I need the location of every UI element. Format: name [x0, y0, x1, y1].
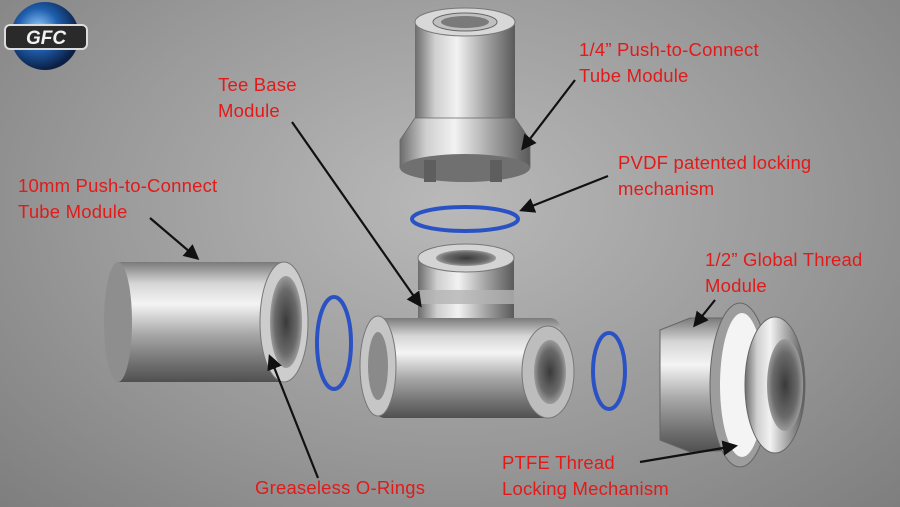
label-line: 10mm Push-to-Connect	[18, 175, 218, 196]
label-ten-mm-module: 10mm Push-to-Connect Tube Module	[18, 173, 217, 225]
label-quarter-inch-module: 1/4” Push-to-Connect Tube Module	[579, 37, 759, 89]
label-half-inch-thread: 1/2” Global Thread Module	[705, 247, 863, 299]
half-inch-thread-part	[659, 302, 806, 468]
label-line: 1/2” Global Thread	[705, 249, 863, 270]
label-line: Greaseless O-Rings	[255, 477, 426, 498]
label-line: Locking Mechanism	[502, 478, 669, 499]
quarter-inch-module-part	[399, 7, 531, 182]
label-ptfe: PTFE Thread Locking Mechanism	[502, 450, 669, 502]
label-line: PTFE Thread	[502, 452, 615, 473]
label-tee-base: Tee Base Module	[218, 72, 297, 124]
label-line: Tube Module	[18, 201, 128, 222]
gfc-logo: GFC	[4, 2, 88, 70]
label-pvdf: PVDF patented locking mechanism	[618, 150, 811, 202]
pvdf-locking-ring	[410, 205, 520, 233]
ten-mm-module-part	[104, 261, 309, 383]
label-line: Module	[218, 100, 280, 121]
oring-right	[591, 331, 627, 411]
label-line: 1/4” Push-to-Connect	[579, 39, 759, 60]
tee-base-part	[359, 243, 575, 419]
label-o-rings: Greaseless O-Rings	[255, 475, 425, 501]
oring-left	[315, 295, 353, 391]
logo-text: GFC	[26, 28, 66, 49]
callout-arrows	[149, 79, 739, 479]
label-line: Tee Base	[218, 74, 297, 95]
label-line: PVDF patented locking	[618, 152, 812, 173]
label-line: Module	[705, 275, 767, 296]
label-line: Tube Module	[579, 65, 689, 86]
label-line: mechanism	[618, 178, 715, 199]
